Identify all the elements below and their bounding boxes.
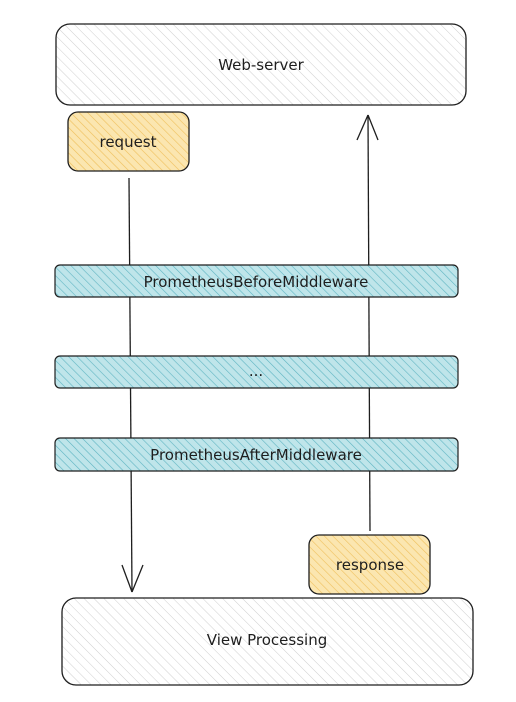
response-label: response	[336, 556, 404, 574]
middleware-ellipsis: ...	[54, 355, 459, 389]
web-server-node: Web-server	[55, 23, 467, 106]
middleware-before: PrometheusBeforeMiddleware	[54, 264, 459, 298]
web-server-label: Web-server	[218, 56, 304, 74]
middleware-ellipsis-label: ...	[249, 362, 263, 380]
view-processing-node: View Processing	[61, 597, 474, 686]
middleware-after: PrometheusAfterMiddleware	[54, 437, 459, 472]
response-tag: response	[308, 534, 431, 595]
request-tag: request	[67, 111, 190, 172]
view-processing-label: View Processing	[207, 631, 327, 649]
request-label: request	[99, 133, 156, 151]
middleware-before-label: PrometheusBeforeMiddleware	[144, 273, 369, 291]
middleware-after-label: PrometheusAfterMiddleware	[150, 446, 362, 464]
